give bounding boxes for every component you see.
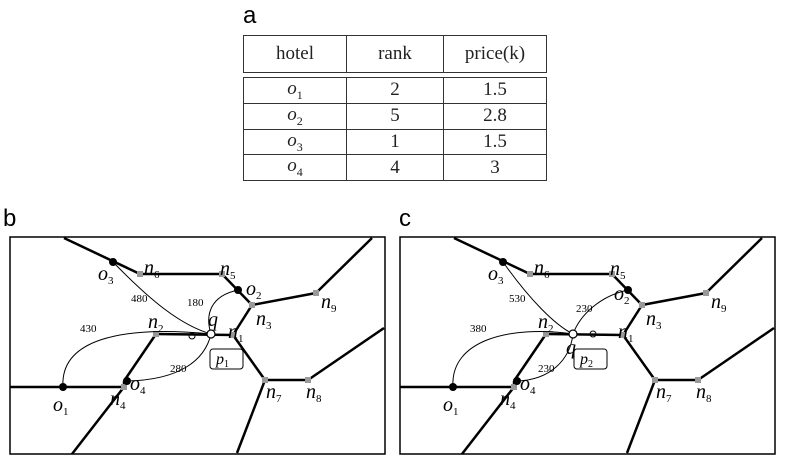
panel-label-c: c <box>399 205 411 232</box>
aux-circle-b <box>188 332 196 340</box>
point-label-b: p1 <box>215 351 229 370</box>
hotel-cell: o3 <box>243 128 347 156</box>
query-label-b: q <box>208 309 218 331</box>
svg-text:n6: n6 <box>534 257 550 281</box>
road-nodes-b <box>121 271 319 390</box>
query-point-c <box>568 329 578 339</box>
distance-label-b: 430 <box>80 323 97 335</box>
svg-text:n7: n7 <box>656 381 672 405</box>
svg-text:o1: o1 <box>443 394 459 418</box>
svg-text:o4: o4 <box>520 373 536 397</box>
table-header-row: hotel rank price(k) <box>243 35 547 73</box>
query-label-c: q <box>566 337 576 359</box>
distance-label-c: 530 <box>509 293 526 305</box>
header-rank: rank <box>346 35 444 73</box>
point-box-c <box>573 348 608 370</box>
header-hotel: hotel <box>243 35 347 73</box>
frame-b <box>9 236 386 455</box>
table-row: o4 4 3 <box>243 154 547 182</box>
header-price: price(k) <box>443 35 547 73</box>
svg-text:o3: o3 <box>488 263 504 287</box>
road-nodes-c <box>511 271 709 390</box>
panel-label-b: b <box>3 205 17 232</box>
hotel-cell: o4 <box>243 154 347 182</box>
svg-text:n9: n9 <box>711 291 727 315</box>
price-cell: 2.8 <box>443 102 547 130</box>
distance-arcs-c <box>452 261 629 388</box>
svg-text:n1: n1 <box>618 321 634 345</box>
svg-text:n8: n8 <box>696 381 712 405</box>
price-cell: 3 <box>443 154 547 182</box>
svg-text:n2: n2 <box>538 311 554 335</box>
distance-label-c: 230 <box>576 303 593 315</box>
panel-label-a: a <box>243 2 257 29</box>
rank-cell: 4 <box>346 154 444 182</box>
hotel-cell: o1 <box>243 77 347 104</box>
svg-text:n5: n5 <box>610 258 626 282</box>
edges-c <box>400 236 775 455</box>
distance-arcs-b <box>62 261 239 388</box>
frame-c <box>399 236 776 455</box>
point-label-c: p2 <box>579 351 593 370</box>
svg-text:n4: n4 <box>500 388 516 412</box>
svg-text:n3: n3 <box>646 308 662 332</box>
node-labels-c: n6 n5 n3 n9 n2 n1 n4 n7 n8 o3 o2 o1 o4 <box>443 257 727 418</box>
distance-label-b: 180 <box>187 297 204 309</box>
distance-label-c: 380 <box>470 323 487 335</box>
distance-label-b: 280 <box>170 363 187 375</box>
table-row: o2 5 2.8 <box>243 102 547 130</box>
query-point-b <box>206 329 216 339</box>
point-box-b <box>209 348 244 370</box>
distance-label-b: 480 <box>131 293 148 305</box>
hotel-table: hotel rank price(k) o1 2 1.5 o2 5 2.8 o3… <box>243 35 547 182</box>
rank-cell: 5 <box>346 102 444 130</box>
aux-circle-c <box>589 330 597 338</box>
distance-label-c: 230 <box>538 363 555 375</box>
